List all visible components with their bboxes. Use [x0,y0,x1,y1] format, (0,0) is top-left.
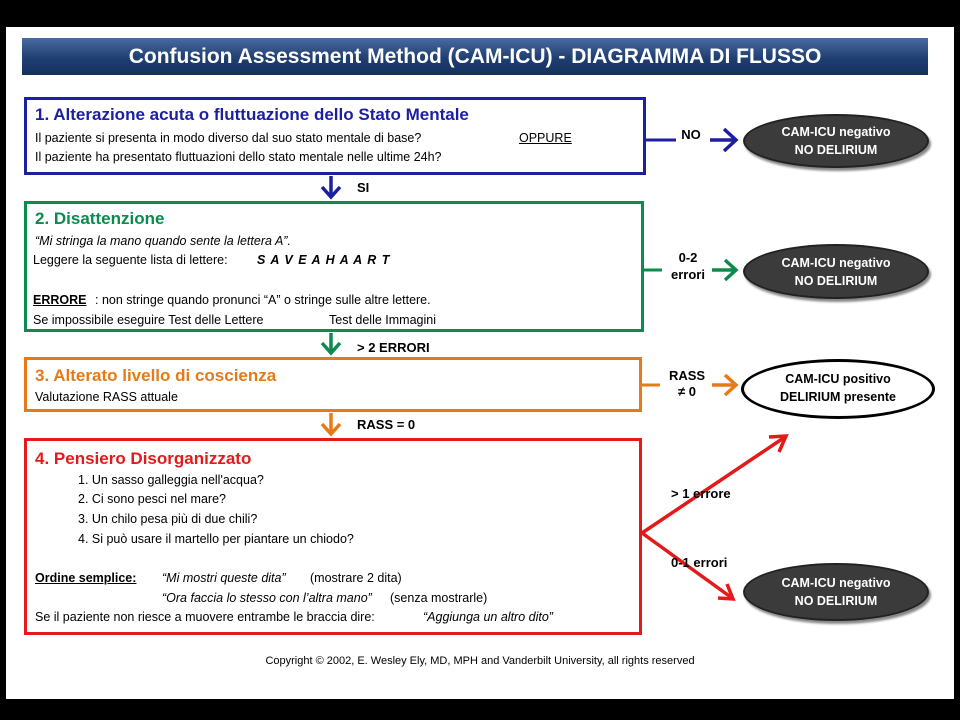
step2-box [24,201,644,332]
label-gt1: > 1 errore [671,486,731,501]
outcome-negative-3: CAM-ICU negativo NO DELIRIUM [743,563,929,621]
label-gt2: > 2 ERRORI [357,340,430,355]
outcome-neg1-line2: NO DELIRIUM [794,143,878,157]
step2-fallback-a: Se impossibile eseguire Test delle Lette… [33,313,264,327]
outcome-positive: CAM-ICU positivo DELIRIUM presente [741,359,935,419]
step3-line1: Valutazione RASS attuale [35,390,178,404]
step4-order-cmd1: “Mi mostri queste dita” [162,571,286,585]
outcome-neg3-line1: CAM-ICU negativo [781,576,891,590]
outcome-pos-line1: CAM-ICU positivo [785,372,891,386]
label-rass-b: ≠ 0 [678,384,696,399]
step2-letters: S A V E A H A A R T [257,253,391,267]
step1-heading: 1. Alterazione acuta o fluttuazione dell… [35,105,469,124]
arrow-0-1 [640,531,736,601]
step4-order-note1: (mostrare 2 dita) [310,571,402,585]
outcome-pos-line2: DELIRIUM presente [780,390,896,404]
step3-box [24,357,642,412]
step4-order-note2: (senza mostrarle) [390,591,488,605]
step4-heading: 4. Pensiero Disorganizzato [35,449,252,468]
outcome-negative-1: CAM-ICU negativo NO DELIRIUM [743,114,929,168]
step4-last-cmd: “Aggiunga un altro dito” [423,610,553,624]
step2-list-prefix: Leggere la seguente lista di lettere: [33,253,228,267]
label-no: NO [681,127,701,142]
step2-fallback-b: Test delle Immagini [329,313,436,327]
outcome-neg2-line2: NO DELIRIUM [794,274,878,288]
step4-question-4: 4. Si può usare il martello per piantare… [78,532,354,546]
arrow-gt1 [641,434,789,535]
copyright: Copyright © 2002, E. Wesley Ely, MD, MPH… [265,655,695,667]
label-rass-a: RASS [668,368,706,383]
arrow-rass0 [320,413,342,437]
step4-question-2: 2. Ci sono pesci nel mare? [78,492,226,506]
label-0-1: 0-1 errori [671,555,728,570]
step2-error-text: : non stringe quando pronunci “A” o stri… [95,293,431,307]
label-0-2-a: 0-2 [678,250,698,265]
outcome-neg2-line1: CAM-ICU negativo [781,256,891,270]
arrow-no-head [710,127,739,153]
outcome-neg1-line1: CAM-ICU negativo [781,125,891,139]
label-rass0: RASS = 0 [357,417,416,432]
step1-line2: Il paziente ha presentato fluttuazioni d… [35,150,442,164]
step4-question-3: 3. Un chilo pesa più di due chili? [78,512,258,526]
step1-oppure: OPPURE [519,131,572,145]
step4-last-prefix: Se il paziente non riesce a muovere entr… [35,610,375,624]
arrow-gt2 [320,333,342,356]
arrow-0-2-head [712,258,739,282]
step1-line1: Il paziente si presenta in modo diverso … [35,131,422,145]
step3-heading: 3. Alterato livello di coscienza [35,366,277,385]
step4-order-cmd2: “Ora faccia lo stesso con l’altra mano” [162,591,372,605]
step4-box [24,438,642,635]
arrow-si [320,176,342,200]
step4-question-1: 1. Un sasso galleggia nell'acqua? [78,473,264,487]
step2-error-label: ERRORE [33,293,87,307]
arrow-rass-head [712,373,739,397]
label-0-2-b: errori [671,267,705,282]
step1-box [24,97,646,175]
step2-heading: 2. Disattenzione [35,209,165,228]
outcome-negative-2: CAM-ICU negativo NO DELIRIUM [743,244,929,299]
label-si: SI [357,180,370,195]
page-title: Confusion Assessment Method (CAM-ICU) - … [22,38,928,75]
outcome-neg3-line2: NO DELIRIUM [794,594,878,608]
step4-order-label: Ordine semplice: [35,571,137,585]
step2-instruction: “Mi stringa la mano quando sente la lett… [35,234,291,248]
